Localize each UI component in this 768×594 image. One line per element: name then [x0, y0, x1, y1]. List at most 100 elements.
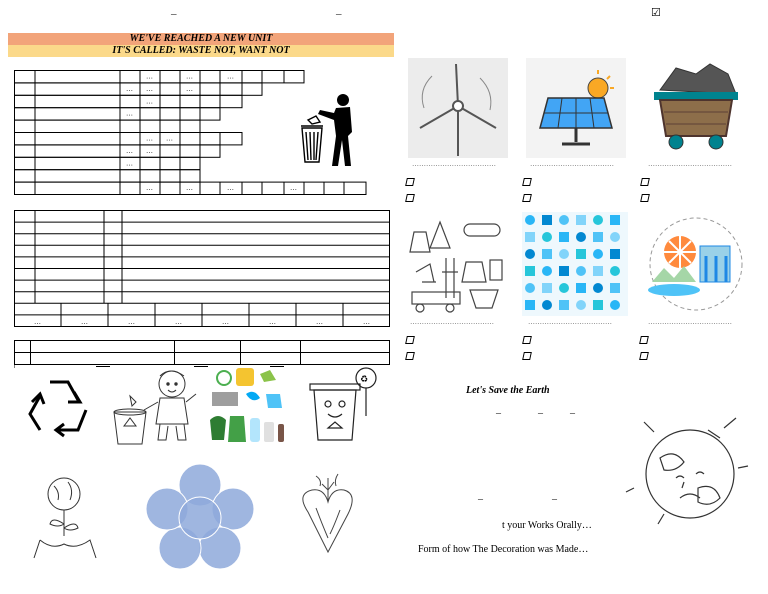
gas-pattern-image	[522, 212, 628, 316]
answer-line: ………………………………	[528, 318, 612, 326]
recycle-bin-mascot-icon: ♻	[309, 367, 377, 441]
brainstorm-flower-diagram	[145, 463, 255, 570]
bottom-cell: …	[363, 318, 370, 326]
litter-bin-person-icon	[301, 94, 352, 166]
grid-row	[14, 144, 221, 158]
gas-pattern-shape	[610, 266, 620, 276]
grid-row	[14, 119, 201, 133]
grid-row	[14, 107, 221, 121]
ellipsis-cell: …	[146, 135, 153, 143]
checkbox[interactable]	[639, 336, 649, 344]
checkbox[interactable]	[522, 178, 532, 186]
grid-row	[14, 156, 201, 171]
dash: –	[538, 408, 543, 419]
gas-pattern-shape	[610, 283, 620, 293]
heart-plant-icon	[302, 473, 353, 554]
sad-earth-icon	[625, 417, 749, 525]
checkbox-icon: ☑	[651, 7, 661, 19]
gas-pattern-shape	[559, 215, 569, 225]
header-dash-mid: –	[336, 8, 342, 20]
grid-row	[14, 82, 263, 96]
checkbox[interactable]	[522, 194, 532, 202]
ellipsis-cell: …	[126, 110, 133, 118]
checkbox[interactable]	[640, 178, 650, 186]
vocabulary-grid: ……………………………………………	[14, 70, 367, 195]
bottom-cell: …	[222, 318, 229, 326]
ellipsis-cell: …	[186, 184, 193, 192]
ellipsis-cell: …	[166, 135, 173, 143]
gas-pattern-shape	[525, 215, 535, 225]
wind-turbine-image	[408, 58, 508, 158]
ellipsis-cell: …	[186, 85, 193, 93]
answer-line: ………………………………	[530, 160, 614, 168]
gas-pattern-shape	[593, 266, 603, 276]
gas-pattern-shape	[542, 232, 552, 242]
hydro-power-image	[648, 217, 743, 311]
ellipsis-cell: …	[227, 73, 234, 81]
gas-pattern-shape	[593, 283, 603, 293]
gas-pattern-shape	[542, 283, 552, 293]
gas-pattern-shape	[525, 249, 535, 259]
grid-row	[14, 181, 367, 195]
gas-pattern-shape	[576, 266, 586, 276]
gas-pattern-shape	[576, 232, 586, 242]
oil-industry-image	[409, 220, 503, 313]
checkbox[interactable]	[405, 336, 415, 344]
dash: –	[552, 494, 557, 505]
gas-pattern-shape	[610, 215, 620, 225]
small-table	[14, 340, 390, 368]
grid-row	[14, 94, 243, 109]
gas-pattern-shape	[559, 266, 569, 276]
definitions-table	[14, 210, 390, 327]
section-title: Let's Save the Earth	[466, 385, 550, 396]
bottom-cell: …	[34, 318, 41, 326]
solar-panel-image	[526, 58, 626, 158]
ellipsis-cell: …	[126, 159, 133, 167]
gas-pattern-shape	[559, 249, 569, 259]
gas-pattern-shape	[542, 266, 552, 276]
ellipsis-cell: …	[146, 97, 153, 105]
gas-pattern-shape	[576, 283, 586, 293]
boy-recycling-icon	[113, 370, 197, 445]
answer-line: ………………………………	[410, 318, 494, 326]
checkbox[interactable]	[405, 352, 415, 360]
gas-pattern-shape	[576, 249, 586, 259]
ellipsis-cell: …	[227, 184, 234, 192]
banner-line-2: IT'S CALLED: WASTE NOT, WANT NOT	[8, 45, 394, 57]
bottom-cell: …	[269, 318, 276, 326]
checkbox[interactable]	[405, 178, 415, 186]
ellipsis-cell: …	[186, 73, 193, 81]
bottom-cell: …	[128, 318, 135, 326]
gas-pattern-shape	[559, 232, 569, 242]
gas-pattern-shape	[559, 300, 569, 310]
instruction-line-1: t your Works Orally…	[502, 520, 592, 531]
grid-row	[14, 132, 243, 146]
gas-pattern-shape	[525, 232, 535, 242]
checkbox[interactable]	[640, 194, 650, 202]
gas-pattern-shape	[525, 266, 535, 276]
bottom-cell: …	[81, 318, 88, 326]
checkbox[interactable]	[405, 194, 415, 202]
recyclable-items-icon	[210, 368, 284, 442]
checkbox[interactable]	[639, 352, 649, 360]
gas-pattern-shape	[542, 300, 552, 310]
checkbox[interactable]	[522, 352, 532, 360]
gas-pattern-shape	[542, 249, 552, 259]
ellipsis-cell: …	[290, 184, 297, 192]
gas-pattern-shape	[525, 300, 535, 310]
checkbox[interactable]	[522, 336, 532, 344]
dash: –	[570, 408, 575, 419]
ellipsis-cell: …	[146, 184, 153, 192]
header-dash-left: –	[171, 8, 177, 20]
globe-plant-hands-icon	[33, 477, 97, 559]
grid-row	[14, 70, 305, 84]
gas-pattern-shape	[610, 300, 620, 310]
gas-pattern-shape	[610, 249, 620, 259]
dash: –	[496, 408, 501, 419]
grid-row	[14, 169, 201, 183]
gas-pattern-shape	[576, 215, 586, 225]
answer-line: ………………………………	[412, 160, 496, 168]
svg-text:♻: ♻	[360, 375, 368, 385]
bottom-cell: …	[175, 318, 182, 326]
bottom-cell: …	[316, 318, 323, 326]
